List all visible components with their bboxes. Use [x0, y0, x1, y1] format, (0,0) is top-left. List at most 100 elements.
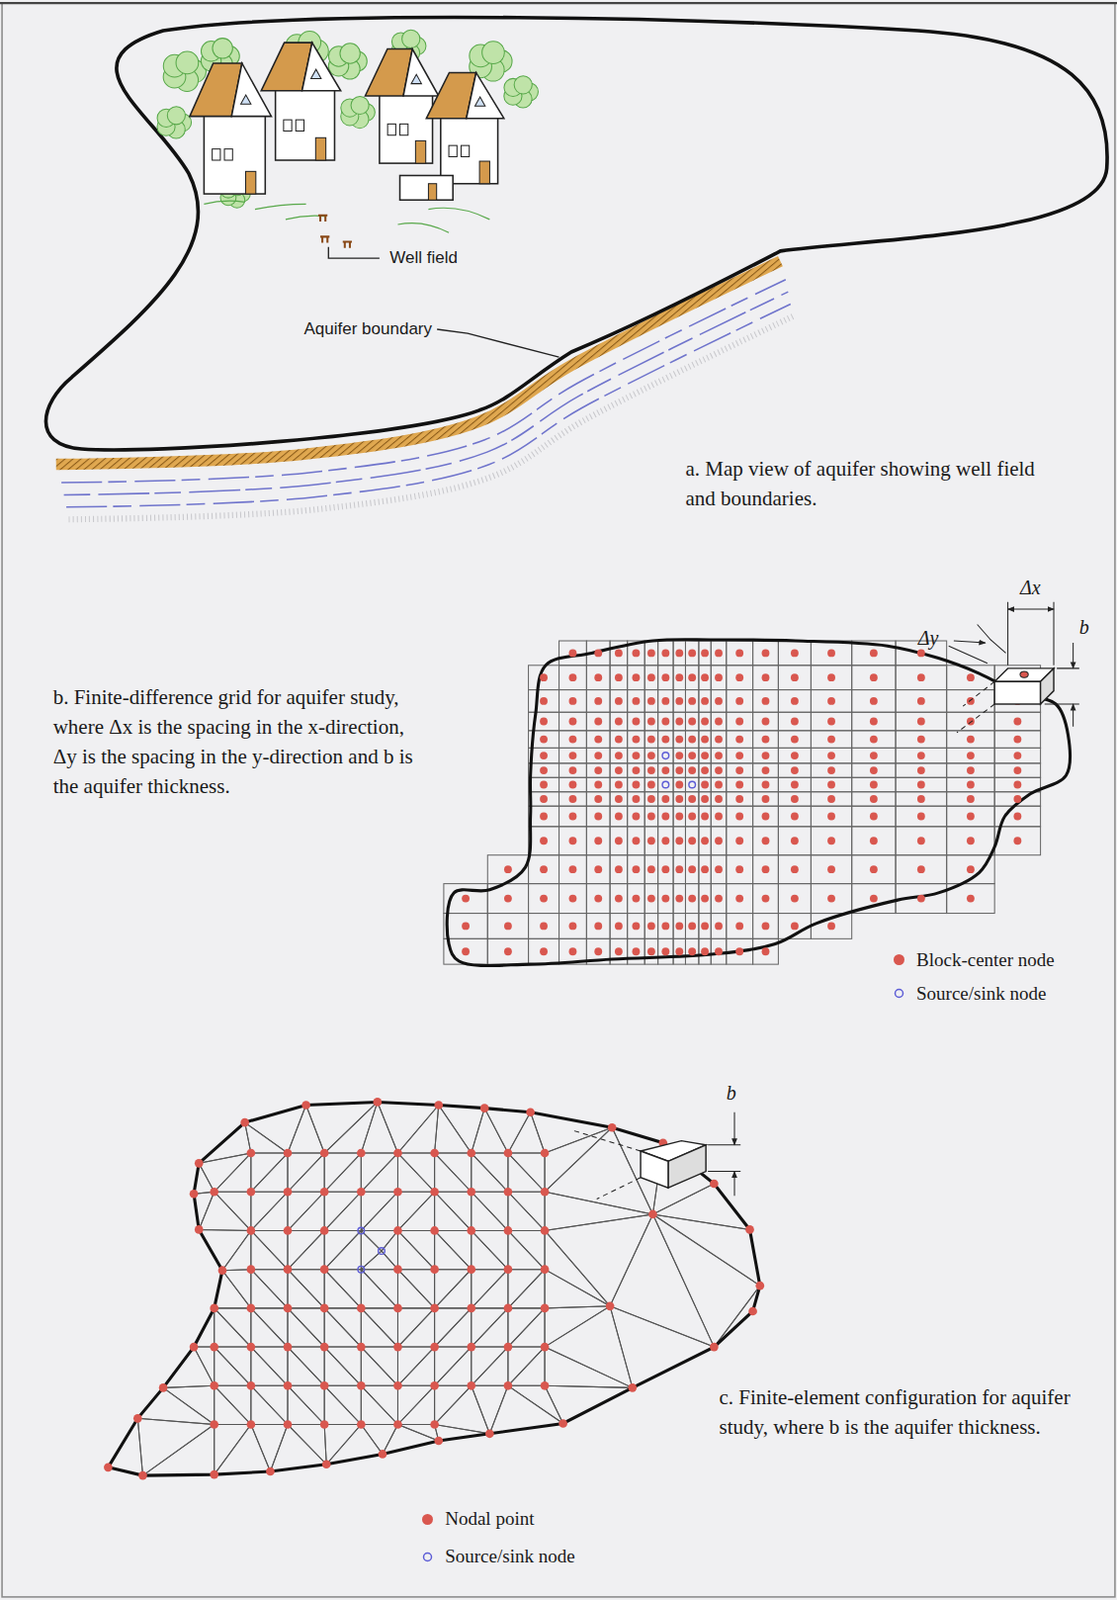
- block-center-node: [735, 648, 744, 657]
- block-center-node: [594, 648, 602, 657]
- legend-item: Nodal point: [422, 1507, 534, 1530]
- water-line: [69, 316, 794, 519]
- block-center-node: [735, 717, 744, 726]
- block-center-node: [714, 751, 723, 760]
- grid-cell: [685, 711, 698, 731]
- legend-text: Nodal point: [444, 1507, 534, 1530]
- mesh-element: [471, 1269, 509, 1308]
- gable-window: [474, 96, 485, 106]
- grid-cell: [946, 826, 996, 856]
- block-center-node: [632, 648, 641, 657]
- mesh-element: [214, 1346, 252, 1385]
- nodal-point: [429, 1148, 439, 1158]
- mesh-element: [434, 1346, 472, 1385]
- nodal-point: [480, 1103, 490, 1113]
- grid-cell: [644, 826, 658, 856]
- nodal-point: [485, 1428, 495, 1438]
- block-center-node: [614, 717, 623, 726]
- grid-cell: [559, 730, 588, 749]
- house-wall: [379, 91, 433, 164]
- mesh-element: [324, 1152, 361, 1192]
- grid-cell: [810, 747, 852, 763]
- block-center-node: [687, 751, 696, 760]
- grid-cell: [994, 776, 1040, 791]
- mesh-element: [287, 1152, 325, 1192]
- block-center-node: [917, 717, 926, 726]
- water-line: [66, 304, 791, 508]
- nodal-point: [429, 1342, 439, 1352]
- grid-cell: [644, 640, 658, 666]
- block-center-node: [1013, 766, 1022, 774]
- block-center-node: [632, 922, 641, 931]
- house-wall: [275, 86, 336, 161]
- grid-cell: [753, 730, 779, 749]
- grid-cell: [698, 826, 711, 856]
- grid-cell: [698, 747, 711, 763]
- dimension-label: b: [1079, 615, 1090, 639]
- dimension-label: b: [726, 1081, 737, 1105]
- grid-cell: [698, 938, 711, 964]
- grid-cell: [528, 763, 560, 777]
- block-center-node: [700, 946, 709, 955]
- grass-line: [203, 200, 245, 204]
- nodal-point: [356, 1342, 366, 1352]
- mesh-element: [324, 1269, 361, 1308]
- block-center-node: [700, 794, 709, 803]
- block-center-node: [917, 894, 926, 903]
- block-center-node: [790, 696, 799, 705]
- block-center-node: [661, 864, 670, 873]
- leader-label: Well field: [389, 248, 458, 268]
- block-center-node: [762, 780, 771, 789]
- block-center-node: [675, 751, 684, 760]
- grid-cell: [753, 791, 779, 806]
- grid-cell: [726, 826, 754, 856]
- grid-cell: [644, 711, 658, 731]
- block-center-node: [647, 766, 656, 774]
- nodal-point: [540, 1225, 550, 1235]
- grid-cell: [994, 747, 1040, 763]
- mesh-element: [360, 1384, 398, 1424]
- grid-cell: [810, 640, 852, 666]
- block-center-node: [614, 864, 623, 873]
- block-center-node: [661, 717, 670, 726]
- block-center-node: [966, 812, 975, 821]
- block-center-node: [714, 717, 723, 726]
- nodal-point: [748, 1306, 758, 1316]
- nodal-point: [393, 1187, 403, 1197]
- block-center-node: [539, 673, 548, 682]
- mesh-element: [360, 1101, 398, 1153]
- mesh-element: [214, 1424, 271, 1475]
- grid-cell: [673, 711, 686, 731]
- grid-cell: [528, 791, 560, 806]
- mesh-element: [306, 1101, 378, 1153]
- boundary-leader: [436, 329, 559, 357]
- nodal-point: [378, 1449, 388, 1459]
- mesh-element: [287, 1269, 325, 1308]
- mesh-element: [508, 1191, 545, 1230]
- grid-cell: [586, 689, 610, 713]
- block-center-node: [687, 836, 696, 845]
- grid-cell: [685, 763, 698, 777]
- grid-cell: [895, 826, 947, 856]
- block-center-node: [569, 780, 578, 789]
- grid-cell: [726, 763, 754, 777]
- grid-cell: [710, 826, 726, 856]
- block-center-node: [917, 794, 926, 803]
- nodal-point: [133, 1413, 143, 1423]
- mesh-element: [324, 1384, 361, 1424]
- grid-cell: [994, 711, 1040, 731]
- mesh-element: [251, 1384, 288, 1424]
- block-center-node: [917, 812, 926, 821]
- grid-cell: [994, 763, 1040, 777]
- block-center-node: [661, 766, 670, 774]
- block-center-node: [735, 735, 744, 744]
- block-center-node: [661, 894, 670, 903]
- grid-cell: [658, 640, 674, 666]
- block-center-node: [790, 794, 799, 803]
- block-center-node: [569, 735, 578, 744]
- grid-cell: [726, 776, 754, 791]
- source-sink-node: [662, 780, 670, 788]
- b-dimension: [1072, 642, 1074, 669]
- grid-cell: [852, 855, 896, 884]
- nodal-point: [320, 1225, 330, 1235]
